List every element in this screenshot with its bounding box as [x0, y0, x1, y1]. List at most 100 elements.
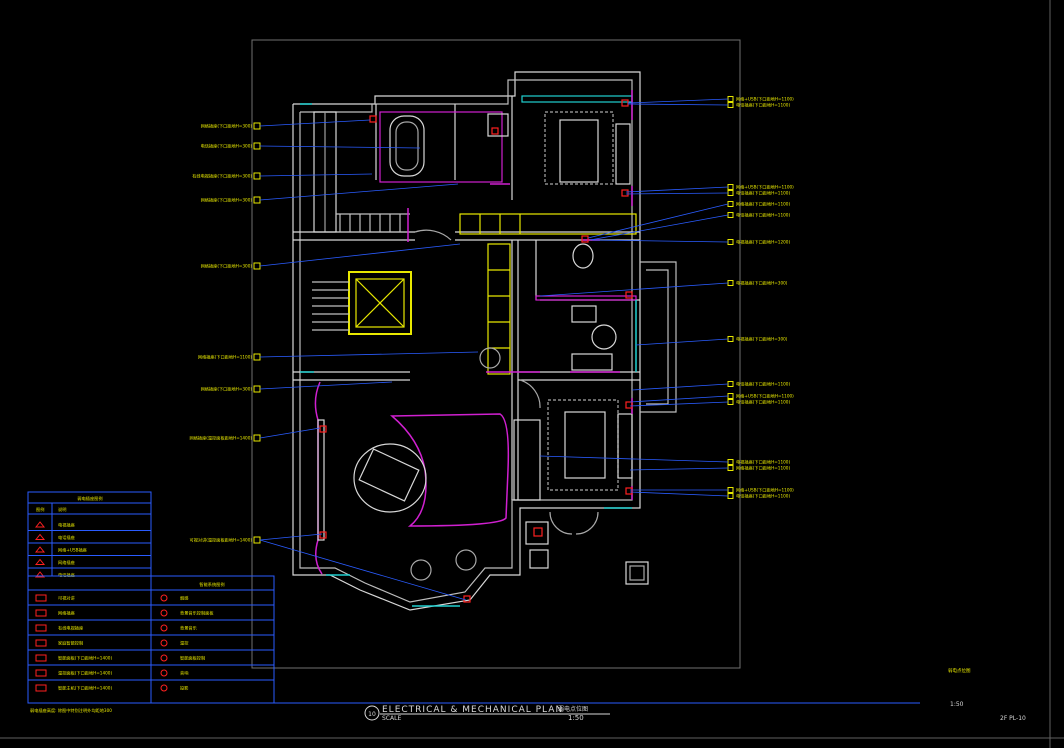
- leader-line: [259, 183, 459, 201]
- legend-row-label: 音响: [180, 670, 188, 677]
- socket-symbol-icon: [727, 190, 734, 196]
- legend-row-label: 温控: [180, 640, 189, 647]
- socket-symbol-icon: [253, 385, 261, 393]
- legend-row-label: 背景音乐: [180, 625, 197, 632]
- legend-note: 弱电插座高度: 除图中特别注明外均距地300: [30, 707, 112, 714]
- socket-symbol-icon: [253, 536, 261, 544]
- system-device-icon: [35, 684, 47, 692]
- floor-plan: [292, 71, 677, 611]
- leader-line: [629, 395, 729, 403]
- leader-line: [259, 145, 421, 149]
- legend-row-label: 烟感: [180, 595, 188, 602]
- left-label: 电话插座(下口距地H=300): [201, 143, 253, 150]
- socket-symbol-icon: [727, 336, 734, 342]
- drawing-number-badge: [364, 705, 380, 721]
- right-label: 网络插座(下口距地H=1100): [736, 201, 790, 208]
- left-label: 网络插座(温控面板距地H=1400): [190, 435, 253, 442]
- right-label: 电话插座(下口距地H=1100): [736, 381, 790, 388]
- socket-symbol-icon: [727, 212, 734, 218]
- leader-line: [627, 98, 729, 104]
- scale-value: 1:50: [568, 714, 584, 722]
- socket-symbol-icon: [727, 393, 734, 399]
- socket-symbol-icon: [253, 262, 261, 270]
- sheet-name: 弱电点位图: [948, 667, 971, 674]
- left-label: 有线电视插座(下口距地H=300): [192, 173, 252, 180]
- legend-title: 弱电插座图例: [77, 495, 102, 502]
- legend-row-label: 电话插座: [58, 572, 75, 579]
- socket-symbol-icon: [727, 399, 734, 405]
- leader-line: [259, 539, 467, 601]
- left-annotation-group: 网络插座(下口距地H=300) 电话插座(下口距地H=300) 有线电视插座(下口距…: [190, 119, 479, 601]
- legend-row-label: 家庭智能控制: [58, 640, 83, 647]
- system-device-icon: [160, 594, 168, 602]
- right-label: 电话插座(下口距地H=1100): [736, 212, 790, 219]
- leader-line: [259, 243, 461, 267]
- leader-line: [259, 427, 321, 439]
- system-device-icon: [35, 654, 47, 662]
- legend-row-label: 可视对讲: [58, 595, 75, 602]
- system-device-icon: [35, 609, 47, 617]
- leader-line: [259, 381, 393, 390]
- leader-line: [629, 401, 729, 407]
- sheet-code: 2F PL-10: [1000, 715, 1026, 722]
- legend-row-label: 背景音乐控制面板: [180, 610, 214, 617]
- legend-row-label: 电话插座: [58, 534, 75, 541]
- socket-symbol-icon: [253, 142, 261, 150]
- leader-line: [259, 533, 323, 541]
- leader-line: [591, 239, 729, 243]
- right-label: 电视插座(下口距地H=1200): [736, 239, 790, 246]
- socket-symbol-icon: [727, 280, 734, 286]
- left-label: 可视对讲(温控面板距地H=1400): [190, 537, 253, 544]
- socket-triangle-icon: [34, 533, 46, 540]
- socket-symbol-icon: [727, 184, 734, 190]
- system-device-icon: [35, 669, 47, 677]
- system-device-icon: [160, 624, 168, 632]
- socket-symbol-icon: [727, 493, 734, 499]
- right-label: 网络+USB(下口距地H=1100): [736, 96, 794, 103]
- system-device-icon: [160, 639, 168, 647]
- system-device-icon: [160, 654, 168, 662]
- socket-symbol-icon: [253, 353, 261, 361]
- socket-symbol-icon: [253, 172, 261, 180]
- leader-line: [627, 103, 729, 106]
- socket-triangle-icon: [34, 558, 46, 565]
- system-device-icon: [35, 639, 47, 647]
- right-label: 网络+USB(下口距地H=1100): [736, 487, 794, 494]
- socket-triangle-icon: [34, 521, 46, 528]
- legend-col-desc: 说明: [58, 506, 66, 513]
- drawing-number: 10: [368, 711, 376, 718]
- legend-row-label: 有线电视插座: [58, 625, 83, 632]
- legend-row-label: 投影: [180, 685, 189, 692]
- left-label: 网络插座(下口距地H=300): [201, 386, 253, 393]
- system-device-icon: [160, 669, 168, 677]
- leader-line: [589, 214, 729, 241]
- leader-line: [625, 192, 729, 195]
- system-device-icon: [160, 684, 168, 692]
- right-label: 网络插座(下口距地H=1100): [736, 465, 790, 472]
- legend-row-label: 智能面板控制: [180, 655, 205, 662]
- right-label: 电视插座(下口距地H=300): [736, 280, 788, 287]
- scale-label: SCALE: [382, 715, 401, 722]
- right-label: 电视插座(下口距地H=300): [736, 336, 788, 343]
- leader-line: [587, 203, 729, 239]
- leader-line: [625, 186, 729, 193]
- right-label: 电话插座(下口距地H=1100): [736, 493, 790, 500]
- socket-triangle-icon: [34, 546, 46, 553]
- right-label: 网络+USB(下口距地H=1100): [736, 393, 794, 400]
- right-label: 电视插座(下口距地H=1100): [736, 459, 790, 466]
- left-label: 网络插座(下口距地H=300): [201, 197, 253, 204]
- sheet-scale: 1:50: [950, 701, 964, 708]
- leader-line: [539, 282, 729, 297]
- socket-symbol-icon: [727, 487, 734, 493]
- socket-symbol-icon: [727, 201, 734, 207]
- right-label: 网络+USB(下口距地H=1100): [736, 184, 794, 191]
- socket-symbol-icon: [727, 96, 734, 102]
- socket-symbol-icon: [253, 122, 261, 130]
- right-label: 电话插座(下口距地H=1100): [736, 102, 790, 109]
- system-device-icon: [35, 624, 47, 632]
- legend-title: 智能系统图例: [199, 581, 224, 588]
- leader-line: [259, 173, 373, 177]
- left-label: 网络插座(下口距地H=300): [201, 263, 253, 270]
